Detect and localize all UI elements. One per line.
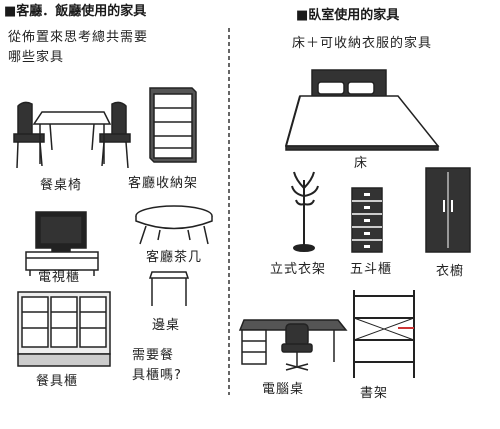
tv-cabinet-drawing [25, 211, 99, 276]
chest-label: 五斗櫃 [350, 262, 393, 277]
planning-note-line2: 哪些家具 [8, 50, 65, 65]
bedroom-section-title: ■臥室使用的家具 [296, 8, 400, 23]
storage-rack-drawing [149, 87, 197, 163]
cupboard-drawing [17, 291, 111, 367]
bedroom-note: 床＋可收納衣服的家具 [292, 36, 433, 51]
dining-set-label: 餐桌椅 [40, 178, 83, 193]
cupboard-label: 餐具櫃 [36, 374, 79, 389]
chest-drawing [351, 187, 383, 253]
cupboard-question-line1: 需要餐 [132, 348, 175, 363]
bed-drawing [285, 69, 440, 151]
coat-rack-drawing [291, 171, 319, 252]
side-table-drawing [148, 271, 190, 306]
wardrobe-label: 衣櫥 [436, 264, 465, 279]
bed-label: 床 [354, 156, 369, 171]
dining-set-drawing [13, 101, 131, 169]
storage-rack-label: 客廳收納架 [128, 176, 199, 191]
wardrobe-drawing [425, 167, 471, 253]
coffee-table-drawing [135, 205, 213, 245]
bookshelf-drawing [353, 290, 415, 378]
desk-label: 電腦桌 [262, 382, 305, 397]
living-dining-section-title: ■客廳．飯廳使用的家具 [4, 4, 147, 19]
planning-note-line1: 從佈置來思考總共需要 [8, 30, 149, 45]
bookshelf-label: 書架 [360, 386, 389, 401]
side-table-label: 邊桌 [152, 318, 181, 333]
cupboard-question-line2: 具櫃嗎? [132, 368, 182, 383]
tv-cabinet-label: 電視櫃 [38, 270, 81, 285]
coat-rack-label: 立式衣架 [270, 262, 327, 277]
desk-drawing [238, 319, 348, 371]
coffee-table-label: 客廳茶几 [146, 250, 203, 265]
